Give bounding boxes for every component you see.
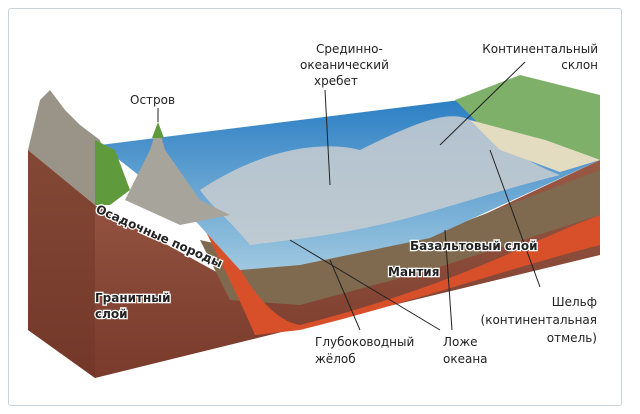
basalt-label: Базальтовый слой (410, 239, 537, 253)
frame (8, 8, 622, 406)
island-peak (152, 122, 164, 138)
basalt-layer (200, 170, 600, 305)
mantle-label: Мантия (388, 265, 439, 279)
leader-lines (157, 61, 541, 331)
left-side-face (28, 150, 95, 378)
continent-slope (470, 120, 600, 172)
green-hills (95, 140, 130, 205)
island-label: Остров (130, 93, 175, 107)
mountains (28, 90, 110, 205)
granite-crust (28, 150, 600, 378)
island-volcano (125, 125, 230, 225)
continent-land (455, 75, 600, 160)
ridge (200, 116, 560, 245)
